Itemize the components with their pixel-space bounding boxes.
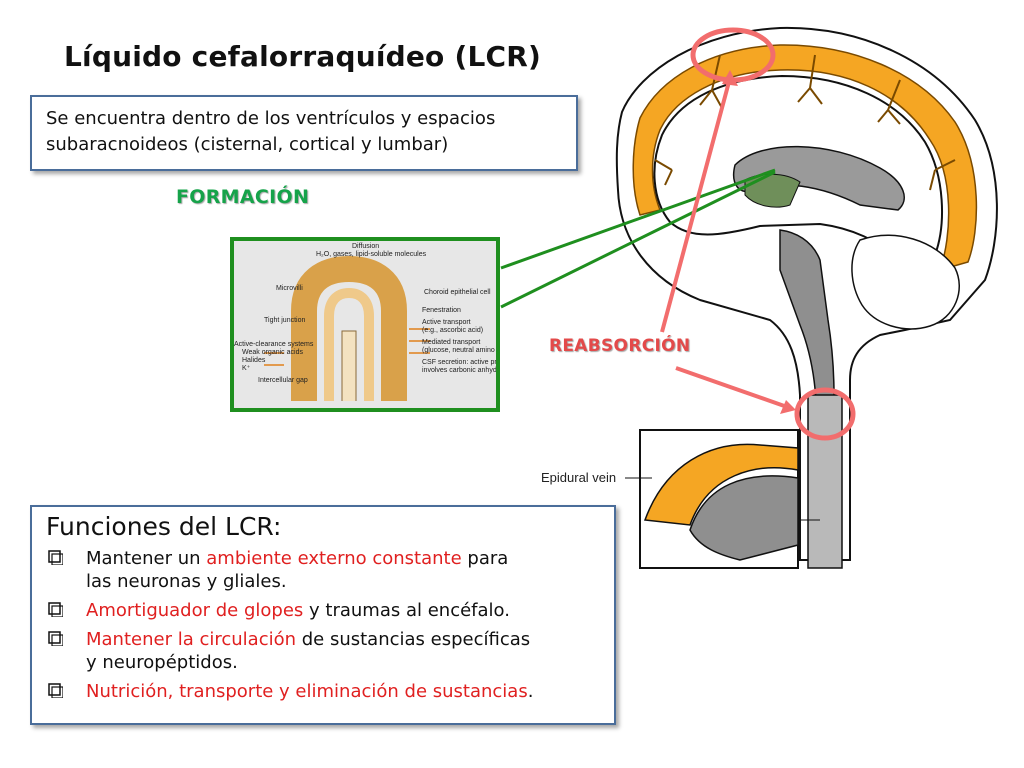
formacion-label: FORMACIÓN xyxy=(176,186,310,208)
function-text-post: para xyxy=(461,548,509,569)
micro-label-active-transport-sub: (e.g., ascorbic acid) xyxy=(422,327,484,334)
micro-label-diffusion: Diffusion xyxy=(352,243,380,250)
function-item: Amortiguador de glopes y traumas al encé… xyxy=(46,599,604,622)
micro-label-active-transport: Active transport xyxy=(422,319,471,326)
function-text-post: de sustancias específicas xyxy=(296,629,531,650)
reabsorption-line-top xyxy=(660,77,732,333)
micro-label-csf-secretion-sub: involves carbonic anhydrase xyxy=(422,367,500,374)
epithelium-outer xyxy=(291,255,407,401)
micro-label-diffusion-sub: H₂O, gases, lipid-soluble molecules xyxy=(316,251,427,258)
micro-label-mediated-transport: Mediated transport xyxy=(422,339,481,346)
subarachnoid-space xyxy=(632,44,978,272)
micro-label-intercellular-gap: Intercellular gap xyxy=(258,377,308,384)
checkbox-bullet-icon xyxy=(48,550,63,565)
micro-label-fenestration: Fenestration xyxy=(422,307,461,314)
micro-label-weak-acids: Weak organic acids xyxy=(242,349,303,356)
function-text: Mantener un xyxy=(86,548,207,569)
function-highlight: ambiente externo constante xyxy=(206,548,462,569)
reabsorption-arrow-bottom xyxy=(675,366,791,410)
reabsorption-arrowhead-bottom xyxy=(780,400,796,414)
micro-label-csf-secretion: CSF secretion: active process xyxy=(422,359,500,366)
epidural-vein-label: Epidural vein xyxy=(541,470,617,485)
reabsorption-arrowhead-top xyxy=(722,70,738,86)
function-item: Mantener un ambiente externo constante p… xyxy=(46,547,604,593)
checkbox-bullet-icon xyxy=(48,602,63,617)
micro-label-active-clearance: Active-clearance systems xyxy=(234,341,314,348)
formation-line-bottom xyxy=(500,170,776,309)
epithelium-inner xyxy=(324,287,374,401)
function-text-line2: las neuronas y gliales. xyxy=(86,571,287,592)
reabsorcion-label: REABSORCIÓN xyxy=(549,336,691,356)
micro-label-choroid-cell: Choroid epithelial cell xyxy=(424,289,491,296)
function-text-post: y traumas al encéfalo. xyxy=(303,600,510,621)
micro-label-halides: Halides xyxy=(242,357,266,364)
capillary-core xyxy=(341,330,357,401)
function-highlight: Nutrición, transporte y eliminación de s… xyxy=(86,681,528,702)
intro-line-2: subaracnoideos (cisternal, cortical y lu… xyxy=(46,134,449,155)
inset-orange-band xyxy=(643,443,799,526)
spinal-canal xyxy=(807,394,843,569)
micro-label-mediated-transport-sub: (glucose, neutral amino acids) xyxy=(422,347,496,354)
function-item: Nutrición, transporte y eliminación de s… xyxy=(46,680,604,703)
function-highlight: Mantener la circulación xyxy=(86,629,297,650)
cerebellum xyxy=(851,234,960,330)
intro-line-1: Se encuentra dentro de los ventrículos y… xyxy=(46,108,496,129)
micro-label-tight-junction: Tight junction xyxy=(264,317,306,324)
functions-heading: Funciones del LCR: xyxy=(46,512,282,541)
function-highlight: Amortiguador de glopes xyxy=(86,600,304,621)
checkbox-bullet-icon xyxy=(48,631,63,646)
intro-box: Se encuentra dentro de los ventrículos y… xyxy=(30,95,578,171)
micro-label-k: K⁺ xyxy=(242,365,251,372)
arachnoid-villi xyxy=(654,54,956,191)
choroid-plexus-diagram: Diffusion H₂O, gases, lipid-soluble mole… xyxy=(230,237,500,412)
function-text-line2: y neuropéptidos. xyxy=(86,652,238,673)
function-item: Mantener la circulación de sustancias es… xyxy=(46,628,604,674)
page-title: Líquido cefalorraquídeo (LCR) xyxy=(64,40,541,73)
inset-gray-band xyxy=(689,475,799,561)
function-text-post: . xyxy=(527,681,534,702)
formation-line-top xyxy=(500,168,776,270)
checkbox-bullet-icon xyxy=(48,683,63,698)
functions-list: Mantener un ambiente externo constante p… xyxy=(46,547,604,703)
reabsorption-circle-bottom xyxy=(794,387,856,441)
micro-label-microvilli: Microvilli xyxy=(276,285,303,292)
functions-box: Funciones del LCR: Mantener un ambiente … xyxy=(30,505,616,725)
transport-arrows xyxy=(264,328,430,366)
